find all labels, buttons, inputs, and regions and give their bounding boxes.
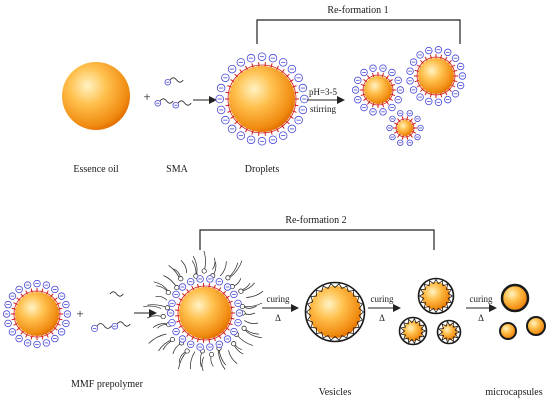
mmf-prepolymer-label: MMF prepolymer — [71, 379, 144, 390]
svg-text:curing: curing — [267, 294, 290, 304]
svg-text:Δ: Δ — [478, 313, 484, 323]
vesicle-medium — [398, 316, 428, 346]
curing-arrow-1: curing Δ — [262, 294, 299, 323]
curing-arrow-2: curing Δ — [368, 294, 401, 323]
plus-sign-top: + — [143, 89, 150, 104]
svg-text:stirring: stirring — [310, 104, 336, 114]
mmf-prepolymer-molecules — [91, 291, 131, 332]
droplets-label: Droplets — [245, 164, 280, 175]
microcapsule-small — [526, 316, 546, 336]
sma-molecules — [154, 77, 192, 109]
droplet-coated-bottom — [2, 279, 72, 349]
droplet-coated-tiny — [386, 110, 424, 146]
droplet-with-prepolymer — [143, 250, 264, 372]
microcapsule-large — [500, 283, 530, 313]
svg-text:curing: curing — [371, 294, 394, 304]
plus-sign-bottom: + — [76, 306, 83, 321]
svg-text:Re-formation 1: Re-formation 1 — [327, 5, 388, 16]
vesicle-small — [436, 319, 462, 345]
droplet-coated — [215, 52, 309, 146]
essence-oil-label: Essence oil — [73, 164, 118, 175]
vesicles-label: Vesicles — [319, 387, 352, 398]
svg-text:curing: curing — [470, 294, 493, 304]
reformation-2-bracket: Re-formation 2 — [199, 215, 435, 250]
droplet-coated-medium — [406, 46, 467, 106]
microcapsule-medium — [499, 322, 517, 340]
svg-text:Δ: Δ — [275, 313, 281, 323]
microcapsules-label: microcapsules — [485, 387, 542, 398]
vesicle-large — [417, 277, 455, 315]
essence-oil-droplet — [62, 62, 130, 130]
svg-text:Re-formation 2: Re-formation 2 — [285, 215, 346, 226]
droplet-coated-small — [351, 64, 405, 116]
reformation-1-bracket: Re-formation 1 — [256, 5, 461, 44]
ph-stirring-arrow: pH=3-5 stirring — [307, 87, 345, 114]
curing-arrow-3: curing Δ — [466, 294, 497, 323]
svg-text:Δ: Δ — [379, 313, 385, 323]
sma-label: SMA — [166, 164, 188, 175]
vesicle — [304, 281, 366, 343]
svg-text:pH=3-5: pH=3-5 — [309, 87, 338, 97]
